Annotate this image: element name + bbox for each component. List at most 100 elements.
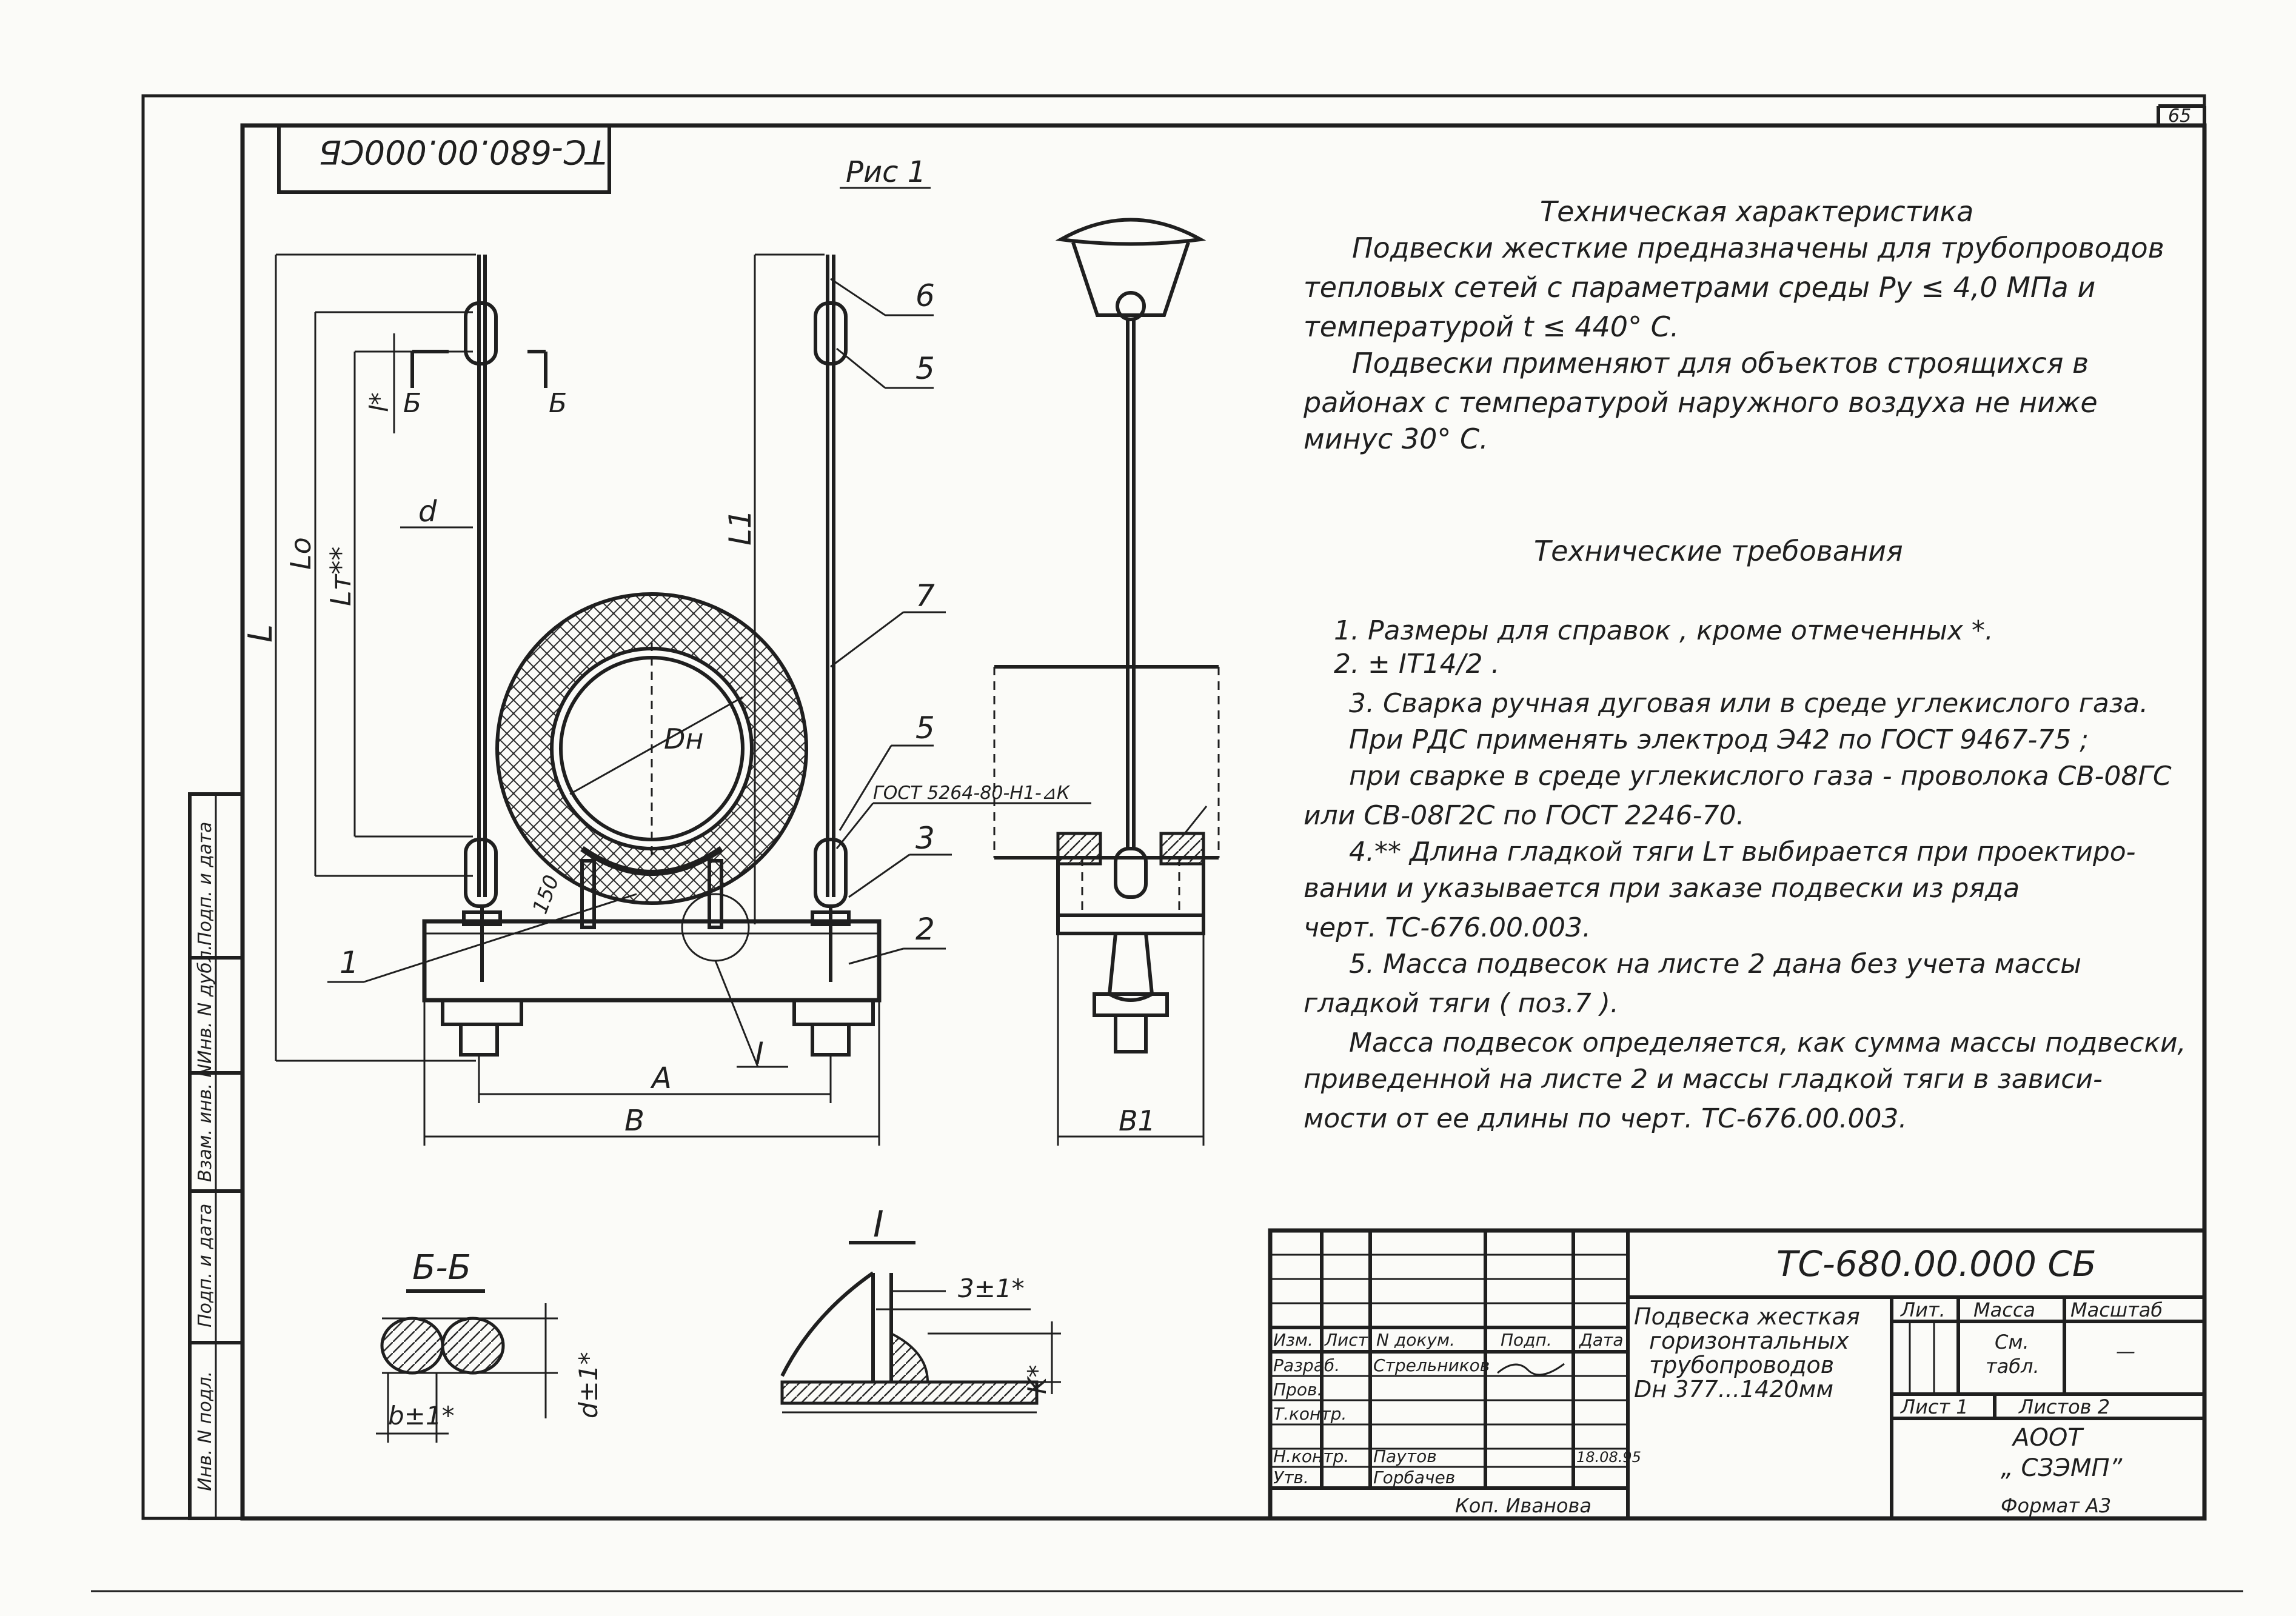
section-bb-dim-b: b±1* — [388, 1401, 455, 1431]
role-prov: Пров. — [1273, 1380, 1322, 1400]
tech-req-line-10: 5. Масса подвесок на листе 2 дана без уч… — [1349, 949, 2081, 980]
dim-B1-label: B1 — [1119, 1104, 1156, 1137]
title-line-3: трубопроводов — [1649, 1352, 1834, 1378]
tech-char-line-5: районах с температурой наружного воздуха… — [1303, 386, 2098, 419]
tech-req-line-1: 1. Размеры для справок , кроме отмеченны… — [1334, 615, 1993, 646]
tech-char-line-3: температурой t ≤ 440° С. — [1304, 310, 1679, 343]
side-cell-3: Взам. инв. N — [195, 1064, 216, 1182]
tech-req-line-4: При РДС применять электрод Э42 по ГОСТ 9… — [1349, 724, 2089, 755]
tech-char-line-6: минус 30° С. — [1304, 422, 1488, 455]
side-cell-5: Подп. и дата — [195, 822, 216, 946]
tech-req-line-7: 4.** Длина гладкой тяги Lт выбирается пр… — [1349, 836, 2136, 867]
front-view: L Lo Lт** l* Б Б d L1 Dн — [241, 253, 1091, 1146]
tech-req-line-2: 2. ± IT14/2 . — [1334, 649, 1499, 679]
detail-I-k: K* — [1022, 1364, 1052, 1394]
mass-value-1: См. — [1995, 1331, 2029, 1354]
side-cell-2: Подп. и дата — [195, 1204, 216, 1327]
tech-req-line-8: вании и указывается при заказе подвески … — [1304, 873, 2020, 904]
pos-5-top: 5 — [915, 351, 935, 386]
copied-by: Коп. Иванова — [1455, 1494, 1591, 1517]
tech-req-line-14: мости от ее длины по черт. ТС-676.00.003… — [1304, 1103, 1907, 1134]
tech-char-line-4: Подвески применяют для объектов строящих… — [1352, 347, 2089, 379]
detail-I: I 3±1* K* — [780, 1203, 1061, 1414]
dim-l: l* — [364, 392, 394, 412]
page-number: 65 — [2168, 105, 2191, 127]
sheet-frame: 65 — [91, 94, 2243, 1592]
role-razrab: Разраб. — [1273, 1355, 1340, 1375]
name-utv: Горбачев — [1373, 1467, 1455, 1487]
pos-7: 7 — [915, 578, 935, 613]
scale-label: Масштаб — [2070, 1298, 2163, 1321]
signature-date: 18.08.95 — [1576, 1449, 1641, 1466]
sheet-label: Лист 1 — [1900, 1395, 1969, 1418]
org-line-1: АООТ — [2011, 1424, 2084, 1452]
format-label: Формат А3 — [2001, 1494, 2111, 1517]
side-view: B1 — [993, 218, 1220, 1146]
section-bb-title: Б-Б — [412, 1248, 471, 1287]
hdr-ndoc: N докум. — [1376, 1330, 1455, 1350]
dim-Lo: Lo — [284, 537, 317, 570]
org-line-2: „ СЗЭМП” — [2001, 1454, 2123, 1482]
side-cell-4: Инв. N дубл. — [195, 945, 216, 1064]
dim-L: L — [241, 624, 279, 643]
role-tkontr: Т.контр. — [1273, 1404, 1347, 1424]
sheets-label: Листов 2 — [2018, 1395, 2110, 1418]
role-nkontr: Н.контр. — [1273, 1446, 1349, 1466]
pipe-diameter-label: Dн — [664, 723, 704, 755]
pos-3: 3 — [915, 821, 935, 856]
tech-req-line-3: 3. Сварка ручная дуговая или в среде угл… — [1349, 688, 2148, 719]
weld-symbol: ГОСТ 5264-80-Н1-⊿К — [873, 783, 1071, 804]
pos-5-bottom: 5 — [915, 710, 935, 746]
tech-req-line-5: при сварке в среде углекислого газа - пр… — [1349, 761, 2172, 792]
role-utv: Утв. — [1273, 1467, 1309, 1487]
section-mark-right: Б — [549, 388, 567, 419]
detail-I-title: I — [873, 1203, 884, 1246]
dim-d: d — [418, 495, 437, 529]
hdr-podp: Подп. — [1501, 1330, 1552, 1350]
tech-char-line-2: тепловых сетей с параметрами среды Ру ≤ … — [1304, 271, 2095, 304]
hdr-data: Дата — [1578, 1330, 1624, 1350]
section-mark-left: Б — [403, 388, 421, 419]
tech-char-line-1: Подвески жесткие предназначены для трубо… — [1352, 232, 2164, 264]
dim-B-label: B — [624, 1104, 644, 1138]
title-line-1: Подвеска жесткая — [1634, 1303, 1860, 1330]
dim-Lt: Lт** — [324, 547, 357, 606]
title-line-2: горизонтальных — [1649, 1327, 1849, 1354]
technical-characteristics: Техническая характеристика Подвески жест… — [1303, 195, 2164, 455]
dim-A-label: A — [650, 1061, 672, 1095]
mass-value-2: табл. — [1986, 1355, 2040, 1378]
side-cell-1: Инв. N подл. — [195, 1371, 216, 1491]
detail-I-gap: 3±1* — [958, 1274, 1025, 1303]
tech-req-line-12: Масса подвесок определяется, как сумма м… — [1349, 1027, 2186, 1058]
name-razrab: Стрельников — [1373, 1355, 1490, 1375]
tech-req-line-9: черт. ТС-676.00.003. — [1304, 912, 1591, 943]
angle-label: 150 — [528, 872, 564, 917]
side-column: Инв. N подл. Подп. и дата Взам. инв. N И… — [188, 792, 244, 1520]
name-nkontr: Паутов — [1373, 1446, 1437, 1466]
figure-label: Рис 1 — [846, 155, 926, 189]
signature — [1497, 1363, 1565, 1376]
hdr-list: Лист — [1324, 1330, 1368, 1350]
tech-req-line-6: или СВ-08Г2С по ГОСТ 2246-70. — [1304, 800, 1745, 831]
title-block: ТС-680.00.000 СБ Изм. Лист N докум. Подп… — [1268, 1228, 2207, 1521]
tech-req-line-11: гладкой тяги ( поз.7 ). — [1304, 988, 1619, 1019]
section-bb: Б-Б d±1* b±1* — [376, 1248, 603, 1443]
mass-label: Масса — [1973, 1298, 2035, 1321]
doc-number: ТС-680.00.000 СБ — [1776, 1243, 2097, 1284]
pos-1: 1 — [340, 945, 359, 980]
tech-req-title: Технические требования — [1534, 535, 1903, 567]
section-bb-dim-d: d±1* — [574, 1352, 603, 1418]
scale-value: — — [2116, 1340, 2135, 1363]
pos-6: 6 — [915, 278, 935, 313]
lit-label: Лит. — [1900, 1298, 1946, 1321]
pos-2: 2 — [915, 912, 935, 947]
detail-ref-I: I — [755, 1036, 764, 1071]
rotated-stamp-box: ТС-680.00.000СБ — [277, 124, 611, 194]
dim-L1: L1 — [723, 509, 758, 546]
title-line-4: Dн 377...1420мм — [1634, 1376, 1833, 1403]
tech-char-title: Техническая характеристика — [1540, 195, 1973, 228]
technical-requirements: Технические требования 1. Размеры для сп… — [1304, 535, 2186, 1134]
rotated-stamp-text: ТС-680.00.000СБ — [319, 133, 606, 171]
hdr-izm: Изм. — [1273, 1330, 1313, 1350]
